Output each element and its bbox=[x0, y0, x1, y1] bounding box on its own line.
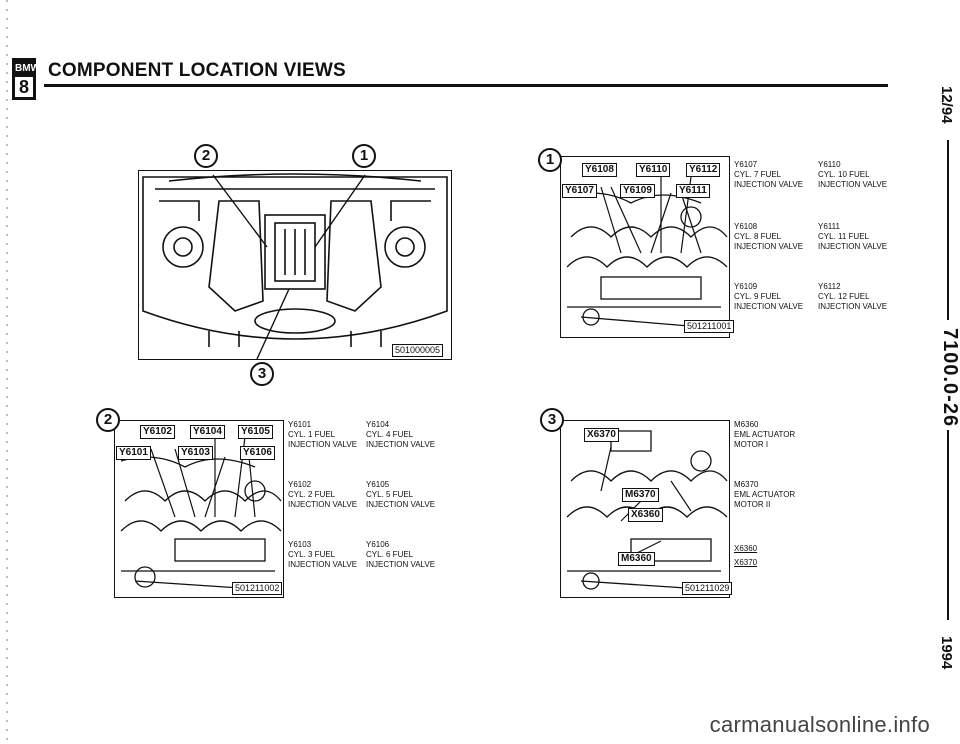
figure-3-callout: 3 bbox=[540, 408, 564, 432]
callout-1: 1 bbox=[352, 144, 376, 168]
engine-bay-drawing bbox=[142, 173, 448, 359]
tag-y6112: Y6112 bbox=[686, 163, 721, 177]
tag-y6103: Y6103 bbox=[178, 446, 213, 460]
callout-2: 2 bbox=[194, 144, 218, 168]
tag-y6109: Y6109 bbox=[620, 184, 655, 198]
figure-2-callout: 2 bbox=[96, 408, 120, 432]
page-title: COMPONENT LOCATION VIEWS bbox=[48, 60, 346, 81]
engine-bay-illustration bbox=[138, 170, 452, 360]
label-x6370: X6370 bbox=[734, 558, 758, 567]
tag-y6106: Y6106 bbox=[240, 446, 275, 460]
figure-1-drawing bbox=[566, 176, 728, 328]
logo-brand: BMW bbox=[15, 61, 40, 77]
side-page-number: 7100.0-26 bbox=[939, 328, 960, 428]
figure-1-callout: 1 bbox=[538, 148, 562, 172]
figure-2-ref: 501211002 bbox=[232, 582, 283, 595]
tag-x6370: X6370 bbox=[584, 428, 619, 442]
tag-y6108: Y6108 bbox=[582, 163, 617, 177]
left-margin-dots bbox=[6, 0, 8, 744]
title-rule bbox=[44, 84, 888, 87]
tag-y6105: Y6105 bbox=[238, 425, 273, 439]
tag-y6111: Y6111 bbox=[676, 184, 710, 198]
side-year: 1994 bbox=[938, 636, 955, 670]
logo-series: 8 bbox=[18, 77, 29, 97]
side-rule-1 bbox=[947, 140, 949, 320]
tag-m6360: M6360 bbox=[618, 552, 655, 566]
figure-3-ref: 501211029 bbox=[682, 582, 733, 595]
bmw-8-logo: BMW 8 bbox=[12, 58, 40, 100]
watermark-text: carmanualsonline.info bbox=[709, 712, 930, 737]
label-x6360: X6360 bbox=[734, 544, 758, 553]
side-rule-2 bbox=[947, 430, 949, 620]
side-date: 12/94 bbox=[938, 86, 955, 124]
tag-y6110: Y6110 bbox=[636, 163, 671, 177]
tag-x6360: X6360 bbox=[628, 508, 663, 522]
tag-y6107: Y6107 bbox=[562, 184, 597, 198]
figure-ref-number: 501000005 bbox=[392, 344, 444, 357]
tag-y6102: Y6102 bbox=[140, 425, 175, 439]
tag-m6370: M6370 bbox=[622, 488, 659, 502]
tag-y6101: Y6101 bbox=[116, 446, 151, 460]
tag-y6104: Y6104 bbox=[190, 425, 225, 439]
callout-3: 3 bbox=[250, 362, 274, 386]
figure-1-ref: 501211001 bbox=[684, 320, 735, 333]
